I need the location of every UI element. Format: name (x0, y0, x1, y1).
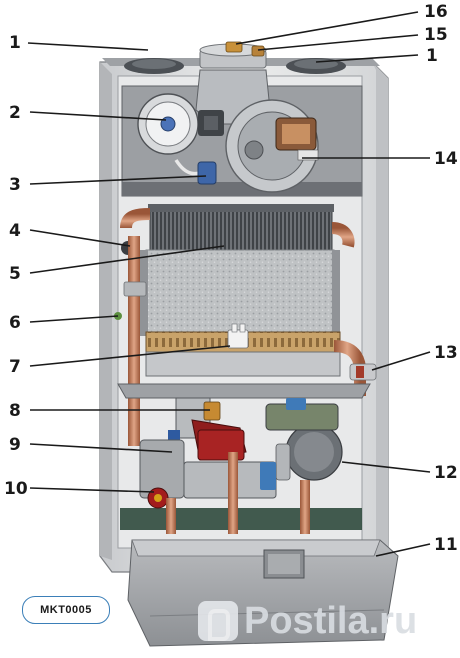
callout-2: 2 (9, 103, 21, 123)
callout-labels: 1 1 2 3 4 5 6 7 8 9 10 11 12 13 14 15 16 (4, 2, 458, 555)
callout-12: 12 (434, 463, 458, 483)
callout-1-left: 1 (9, 33, 21, 53)
venturi-sensor (174, 159, 217, 185)
flue-outlet (199, 41, 267, 69)
callout-8: 8 (9, 401, 21, 421)
callout-1-right: 1 (426, 46, 438, 66)
heat-exchanger (120, 204, 355, 255)
figure-code: MKT0005 (40, 604, 92, 616)
callout-3: 3 (9, 175, 21, 195)
combustion-chamber (140, 249, 340, 336)
callout-10: 10 (4, 479, 28, 499)
callout-13: 13 (434, 343, 458, 363)
callout-leaders (27, 11, 431, 557)
control-panel (127, 539, 399, 647)
callout-14: 14 (434, 149, 458, 169)
watermark: Postila.ru (198, 594, 452, 648)
return-pipe-right (333, 340, 377, 396)
burner (145, 323, 341, 377)
callout-9: 9 (9, 435, 21, 455)
watermark-logo-icon (198, 601, 238, 641)
callout-15: 15 (424, 25, 448, 45)
callout-16: 16 (424, 2, 448, 22)
top-fixing-points (124, 58, 346, 74)
callout-5: 5 (9, 264, 21, 284)
circulation-pump (265, 398, 343, 481)
figure-code-badge: MKT0005 (22, 596, 110, 624)
air-pressure-switch (137, 93, 224, 155)
watermark-text: Postila.ru (244, 599, 418, 642)
callout-4: 4 (9, 221, 21, 241)
callout-11: 11 (434, 535, 458, 555)
callout-7: 7 (9, 357, 21, 377)
hydraulic-group (139, 439, 310, 534)
callout-6: 6 (9, 313, 21, 333)
